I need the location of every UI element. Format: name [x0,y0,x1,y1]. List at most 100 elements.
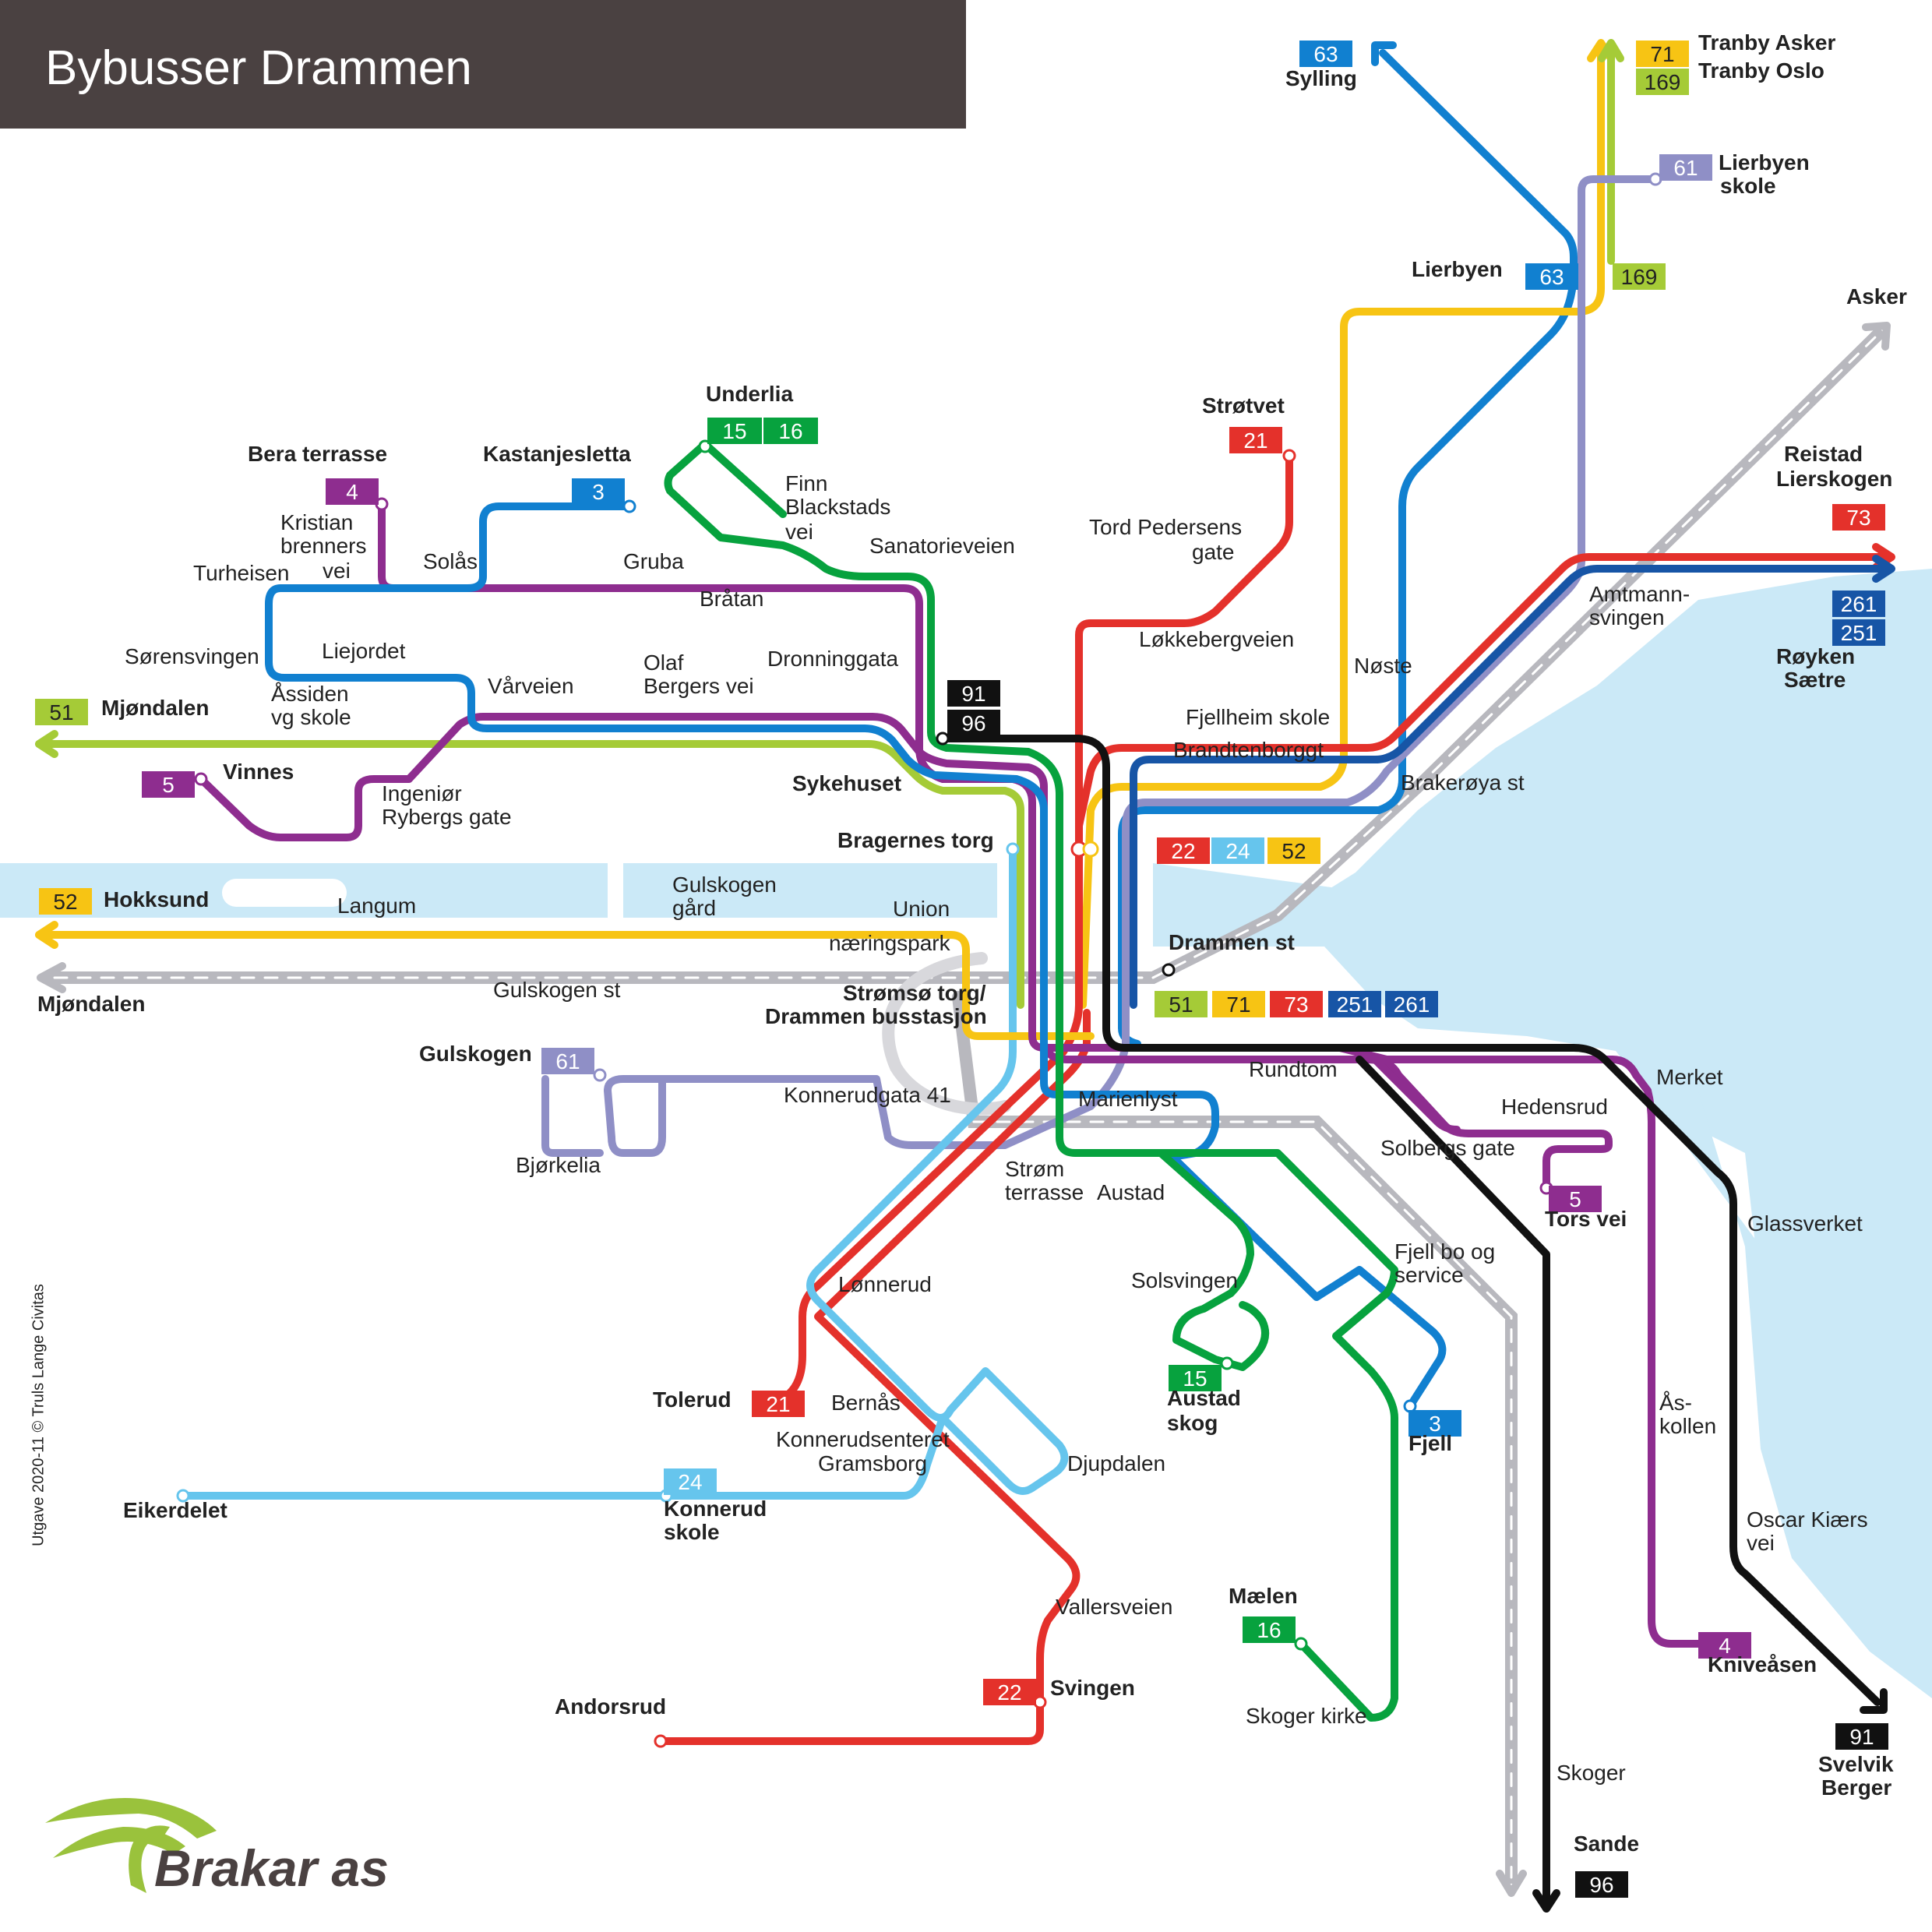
stop-label: Nøste [1354,654,1412,678]
stop-label: Konnerud [664,1497,767,1521]
route-badge-number: 73 [1846,506,1870,530]
stop-label: Strøm [1005,1157,1064,1181]
route-badge-box [1832,619,1885,646]
stop-label: Hedensrud [1501,1095,1608,1119]
stop-label: Skoger kirke [1246,1704,1367,1728]
stop-label: Berger [1821,1775,1891,1800]
route-badge-number: 16 [778,419,802,443]
route-badge-number: 61 [1673,156,1698,180]
stop-label: vei [323,559,351,583]
route-badge-box [1243,1616,1296,1643]
page-title: Bybusser Drammen [45,41,472,95]
stop-label: Reistad [1784,442,1863,466]
route-badge: 16 [763,418,818,444]
stop-label: Bjørkelia [516,1153,601,1177]
stop-label: Tors vei [1545,1207,1627,1231]
route-badge-number: 169 [1621,265,1658,289]
route-badge-number: 251 [1841,621,1877,645]
stop-label: Blackstads [785,495,890,519]
route-badge: 15 [1169,1365,1222,1391]
stop-dots [176,172,1717,1748]
stop-label: Rybergs gate [382,805,512,829]
route-badge-box [763,418,818,444]
stop-label: Ingeniør [382,781,462,806]
stop-label: Fjell bo og [1394,1239,1495,1264]
line-91-arrow [1860,1688,1888,1714]
stop-label: Drammen st [1169,930,1295,954]
route-badge-number: 63 [1539,265,1564,289]
stop-label: Kniveåsen [1708,1652,1817,1676]
stop-label: skole [1720,174,1776,198]
brakar-logo-icon [45,1798,217,1893]
route-badge-box [1408,1410,1461,1437]
line-52-arrow [35,921,58,949]
route-badge-box [1299,41,1352,67]
route-badge-number: 71 [1650,42,1674,66]
route-badge: 251 [1832,619,1885,646]
route-badge: 51 [1155,991,1208,1017]
stop-label: Vårveien [488,674,574,698]
route-badge-box [1549,1186,1602,1212]
stop-label: Tranby Oslo [1698,58,1824,83]
stop-label: Mjøndalen [37,992,145,1016]
stop-label: Lierbyen [1412,257,1503,281]
stop-label: Austad [1167,1386,1241,1410]
stop-label: Marienlyst [1078,1087,1178,1111]
route-badge-box [1229,427,1282,453]
stop-label: Vinnes [223,760,294,784]
route-badge-number: 96 [961,711,985,735]
rail-arrow-northeast [1862,322,1891,351]
route-badge: 24 [1211,837,1264,864]
route-badge: 63 [1299,41,1352,67]
stop-label: kollen [1659,1414,1716,1438]
line-63-arrow [1371,41,1397,66]
stop-label: skole [664,1520,720,1544]
water-areas [0,569,1932,1698]
route-badge-number: 71 [1226,992,1250,1017]
route-badge-box [1835,1723,1888,1750]
stop-label: Underlia [706,382,793,406]
river-east [1153,863,1394,947]
route-badge: 61 [1659,154,1712,181]
route-badge-box [947,680,1000,707]
route-badge: 22 [1157,837,1210,864]
stop-label: Solås [423,549,478,573]
stop-label: Austad [1097,1180,1165,1204]
line-96-route [1356,1056,1550,1913]
route-badge: 96 [1575,1871,1628,1898]
route-badge-box [1575,1871,1628,1898]
stop-label: Olaf [643,650,684,675]
route-badge: 5 [142,771,195,798]
stop-label: Brakerøya st [1401,770,1525,795]
route-badge-number: 169 [1645,70,1681,94]
stop-label: Ås- [1659,1391,1692,1415]
stop-label: Fjell [1408,1431,1452,1455]
line-22-route [657,1009,1091,1745]
stop-label: Bernås [831,1391,901,1415]
route-badge-number: 24 [678,1470,702,1494]
stop-label: Finn [785,471,827,495]
stop-label: Lønnerud [838,1272,932,1296]
stop-label: skog [1167,1411,1218,1435]
route-badge: 52 [39,888,92,915]
rail-arrow-west [37,962,66,993]
stop-label: Tranby Asker [1698,30,1835,55]
stop-label: Strømsø torg/ [843,981,986,1005]
stop-label: Bragernes torg [837,828,994,852]
route-badge-box [572,478,625,505]
bus-lines [35,39,1895,1913]
route-badge-box [664,1468,717,1495]
route-badge-number: 251 [1337,992,1373,1017]
route-badge-box [1212,991,1265,1017]
route-badge-number: 16 [1257,1618,1281,1642]
route-badge: 73 [1832,504,1885,531]
stop-label: brenners [280,534,367,558]
line-15-16-route [664,440,1398,1722]
stop-label: Gulskogen [419,1042,532,1066]
route-badge-box [1385,991,1438,1017]
stop-label: terrasse [1005,1180,1084,1204]
route-badge: 4 [326,478,379,505]
route-badge-number: 61 [555,1049,580,1074]
route-badge: 51 [35,699,88,725]
